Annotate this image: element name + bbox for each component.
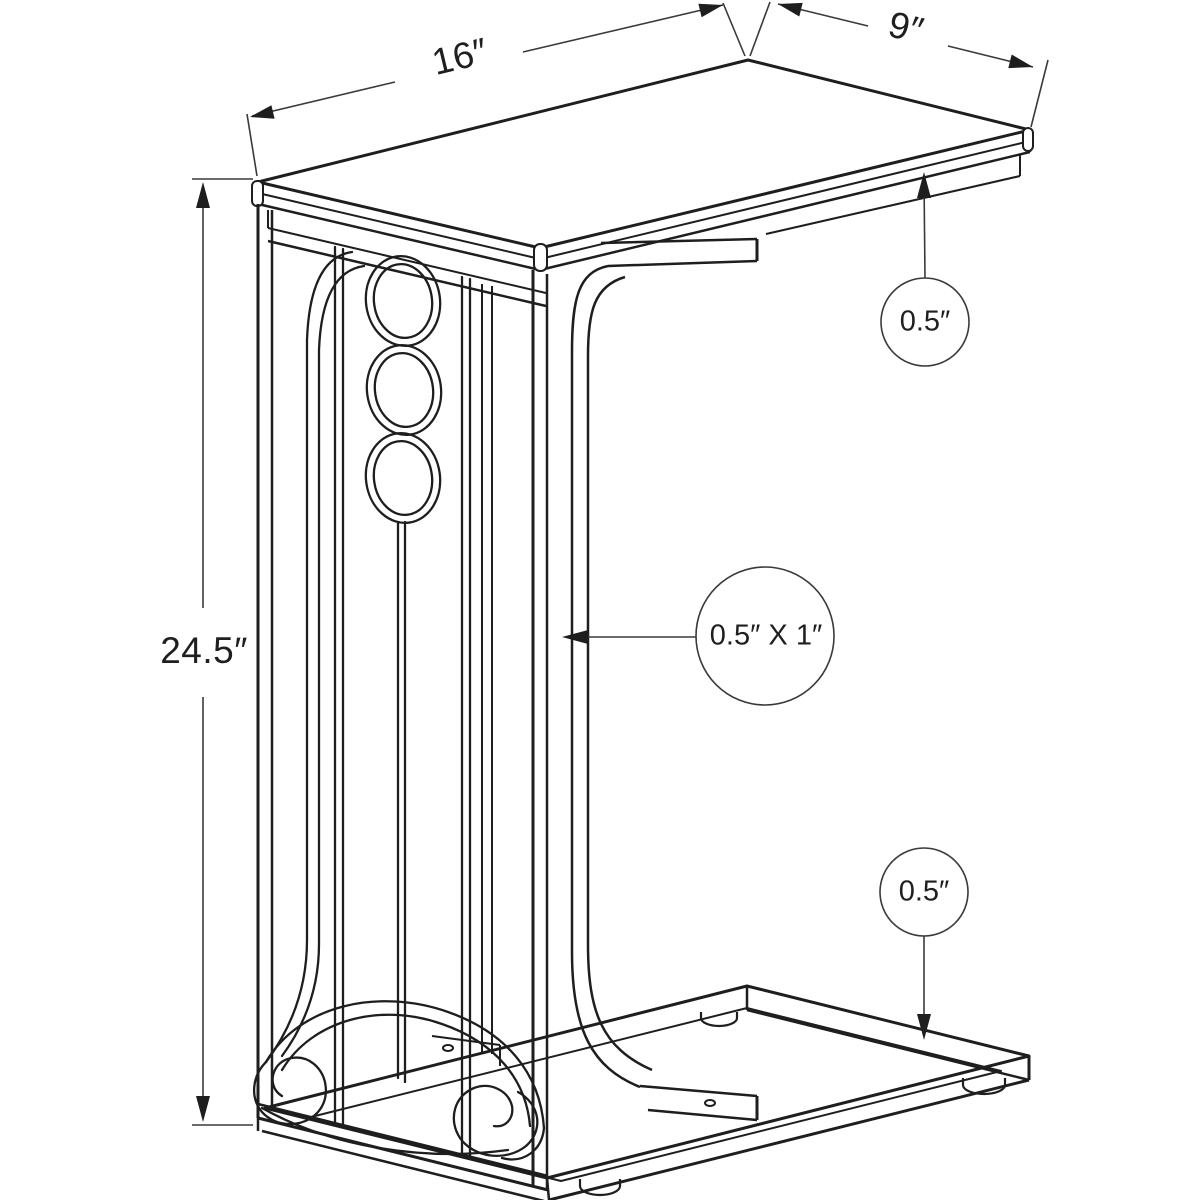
callout-top-thickness [880, 172, 970, 367]
top-thickness-callout-label: 0.5″ [899, 305, 951, 338]
right-foot [961, 1078, 1007, 1096]
top-apron [267, 154, 1021, 294]
base-frame [263, 984, 1031, 1200]
front-foot [578, 1179, 622, 1197]
c-arm [570, 264, 759, 1122]
tabletop [251, 58, 1034, 272]
dimension-depth-9 [749, 1, 1049, 128]
feet [578, 1012, 1007, 1197]
height-dimension-label: 24.5″ [160, 630, 248, 671]
callout-frame-profile [562, 566, 835, 706]
back-foot [699, 1012, 739, 1028]
ring-bottom [364, 431, 442, 525]
dimension-width-16 [246, 2, 746, 177]
callout-base-thickness [879, 847, 969, 1040]
left-panel-ornament [253, 245, 546, 1161]
ring-middle [365, 343, 443, 437]
far-support [431, 284, 501, 1066]
frame-profile-callout-label: 0.5″ X 1″ [709, 619, 823, 652]
dimension-height-24-5 [192, 178, 253, 1126]
left-panel-frame [256, 204, 549, 1200]
base-thickness-callout-label: 0.5″ [898, 875, 950, 908]
